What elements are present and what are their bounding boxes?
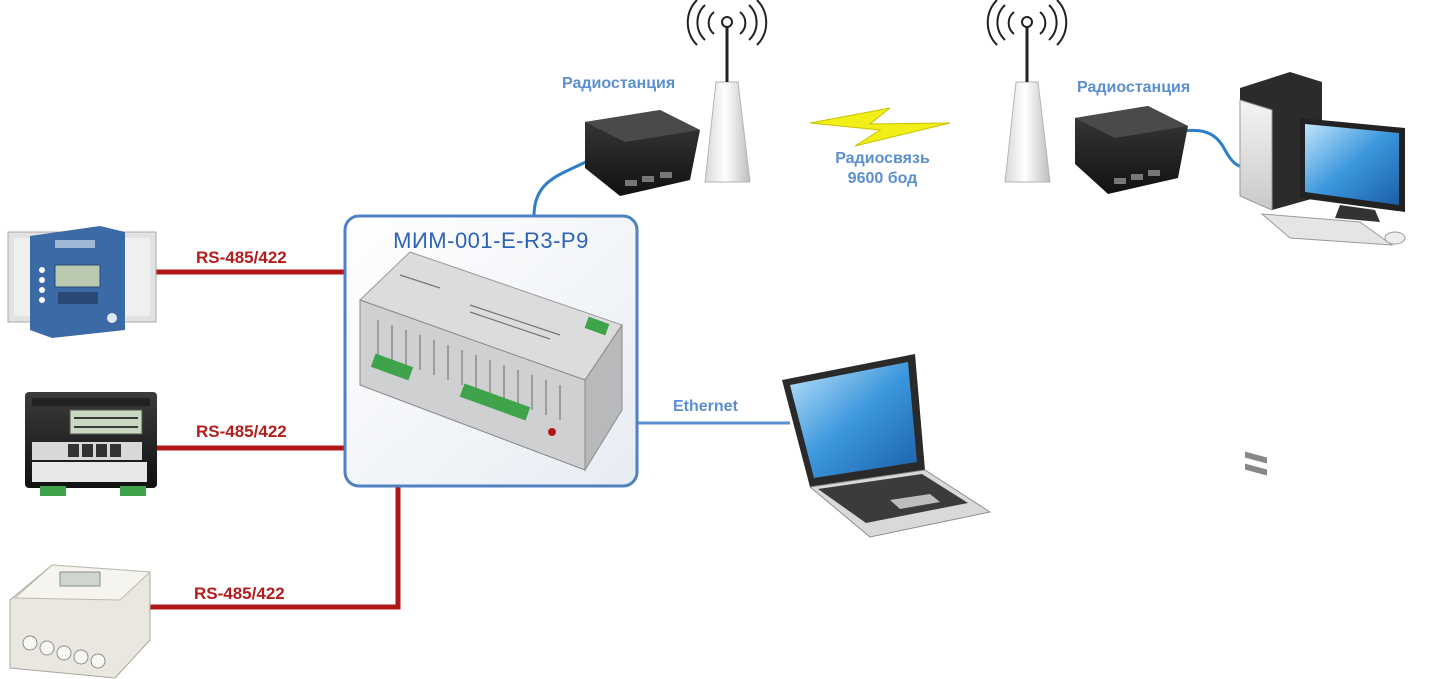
radio-link-label-line2: 9600 бод bbox=[847, 170, 918, 187]
radio-station-label-left: Радиостанция bbox=[562, 75, 676, 92]
rs485-label-1: RS-485/422 bbox=[196, 248, 287, 267]
radio-link-label-line1: Радиосвязь bbox=[835, 150, 930, 167]
radio-station-icon bbox=[585, 110, 700, 196]
meter-device-icon bbox=[9, 564, 152, 679]
antenna-tower-icon bbox=[986, 0, 1068, 183]
multiplexer-title: МИМ-001-E-R3-P9 bbox=[393, 228, 589, 253]
laptop-icon bbox=[782, 354, 992, 538]
controller-device-icon bbox=[25, 392, 157, 496]
rs485-label-2: RS-485/422 bbox=[196, 422, 287, 441]
rs485-label-3: RS-485/422 bbox=[194, 584, 285, 603]
relay-device-icon bbox=[7, 226, 157, 338]
lightning-icon bbox=[809, 107, 951, 147]
radio-link-label: Радиосвязь 9600 бод bbox=[820, 150, 945, 188]
radio-station-label-right: Радиостанция bbox=[1077, 79, 1191, 96]
desktop-computer-icon bbox=[1239, 72, 1406, 476]
rs485-wire-3 bbox=[150, 486, 401, 610]
radio-station-icon bbox=[1075, 106, 1188, 194]
multiplexer-device-icon bbox=[359, 251, 623, 472]
radio-cable-left bbox=[532, 158, 591, 217]
antenna-tower-icon bbox=[686, 0, 768, 183]
ethernet-label: Ethernet bbox=[673, 398, 738, 415]
